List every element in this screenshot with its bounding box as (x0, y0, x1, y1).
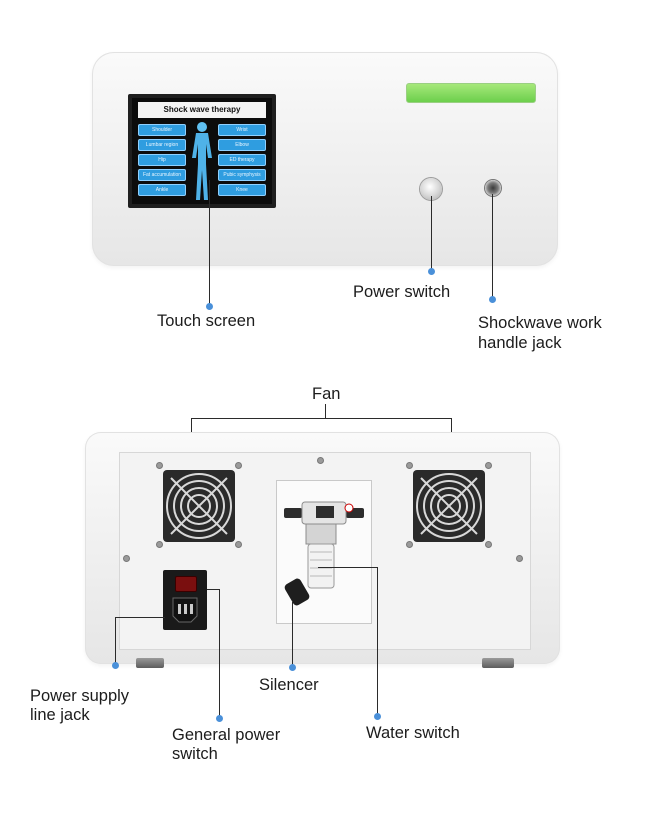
screen-button-elbow: Elbow (218, 139, 266, 151)
left-fan (163, 470, 235, 542)
handle-jack-leader (492, 194, 494, 298)
screen-button-lumbar: Lumbar region (138, 139, 186, 151)
screen-button-pubic: Pubic symphysis (218, 169, 266, 181)
screen-button-knee: Knee (218, 184, 266, 196)
general-power-dot (216, 715, 223, 722)
power-switch-dot (428, 268, 435, 275)
silencer-leader (292, 602, 294, 666)
touch-screen: Shock wave therapy Shoulder Lumbar regio… (128, 94, 276, 208)
power-supply-label-line1: Power supply (30, 687, 130, 705)
handle-jack-label-line1: Shockwave work (478, 314, 602, 332)
screen-button-ankle: Ankle (138, 184, 186, 196)
power-module (163, 570, 207, 630)
power-switch-leader (431, 196, 433, 270)
screen-button-fat: Fat accumulation (138, 169, 186, 181)
left-fan-screw-tr (236, 463, 241, 468)
right-screw (517, 556, 522, 561)
silencer-icon (284, 578, 310, 606)
silencer-label: Silencer (259, 676, 319, 694)
water-filter-assembly-icon (284, 501, 364, 589)
power-socket-icon (172, 597, 198, 623)
power-switch-knob (420, 178, 442, 200)
touch-screen-label: Touch screen (157, 312, 256, 330)
power-supply-leader-v (115, 617, 117, 664)
right-fan-screw-tl (407, 463, 412, 468)
general-power-label-line2: switch (172, 745, 218, 763)
screen-display: Shock wave therapy Shoulder Lumbar regio… (132, 98, 272, 204)
power-switch-label: Power switch (353, 283, 451, 301)
water-switch-leader-v (377, 567, 379, 715)
water-switch-leader-h (318, 567, 377, 569)
general-power-label-line1: General power (172, 726, 281, 744)
right-foot (482, 658, 514, 668)
screen-button-wrist: Wrist (218, 124, 266, 136)
left-foot (136, 658, 164, 668)
handle-jack-socket (485, 180, 501, 196)
general-power-leader-v (219, 589, 221, 717)
silencer-dot (289, 664, 296, 671)
water-switch-dot (374, 713, 381, 720)
status-light-bar (406, 83, 536, 103)
fan-leader-center (325, 404, 327, 418)
fan-grille-icon (416, 473, 482, 539)
left-fan-screw-tl (157, 463, 162, 468)
water-switch-label: Water switch (366, 724, 460, 742)
top-screw (318, 458, 323, 463)
right-fan (413, 470, 485, 542)
touch-screen-leader (209, 180, 211, 306)
screen-button-ed: ED therapy (218, 154, 266, 166)
left-screw (124, 556, 129, 561)
touch-screen-dot (206, 303, 213, 310)
handle-jack-label-line2: handle jack (478, 334, 562, 352)
right-fan-screw-tr (486, 463, 491, 468)
handle-jack-dot (489, 296, 496, 303)
screen-button-shoulder: Shoulder (138, 124, 186, 136)
screen-button-hip: Hip (138, 154, 186, 166)
power-supply-leader-h (115, 617, 165, 619)
screen-title: Shock wave therapy (138, 102, 266, 118)
right-fan-screw-bl (407, 542, 412, 547)
right-fan-screw-br (486, 542, 491, 547)
left-fan-screw-br (236, 542, 241, 547)
power-supply-dot (112, 662, 119, 669)
general-power-leader-h (207, 589, 219, 591)
fan-grille-icon (166, 473, 232, 539)
fan-bracket (191, 418, 451, 420)
fan-label: Fan (312, 385, 341, 403)
rocker-switch (175, 576, 197, 592)
power-supply-label-line2: line jack (30, 706, 90, 724)
left-fan-screw-bl (157, 542, 162, 547)
human-body-icon (192, 122, 212, 200)
